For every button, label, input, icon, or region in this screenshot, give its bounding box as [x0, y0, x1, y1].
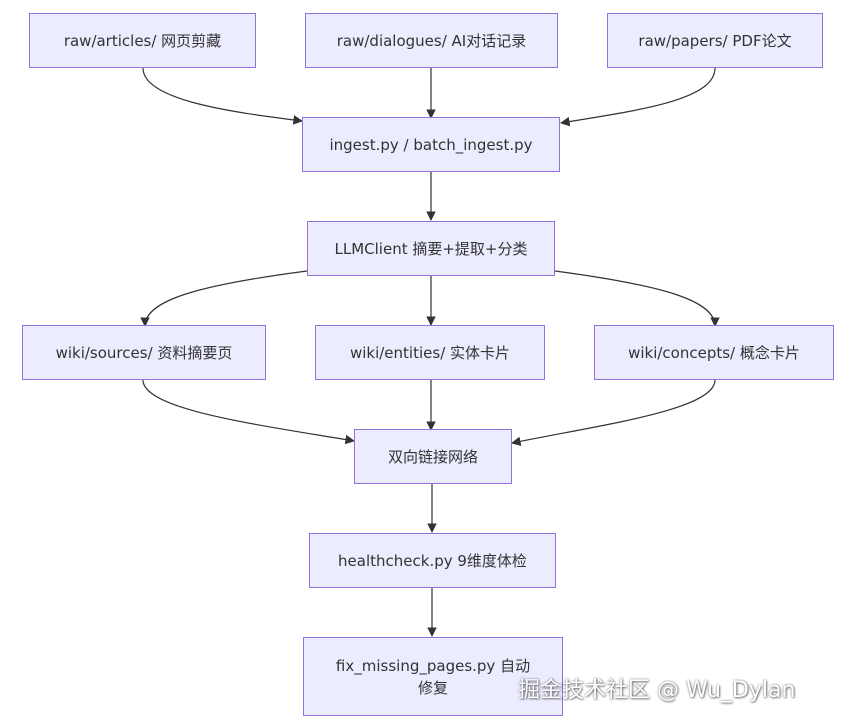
node-raw-dialogues: raw/dialogues/ AI对话记录: [305, 13, 558, 68]
node-raw-papers-label: raw/papers/ PDF论文: [638, 31, 792, 50]
edge-papers-to-ingest: [560, 67, 716, 127]
watermark: 掘金技术社区 @ Wu_Dylan: [518, 678, 796, 703]
node-bidirectional-links-label: 双向链接网络: [387, 447, 478, 466]
node-llmclient: LLMClient 摘要+提取+分类: [307, 221, 555, 276]
node-wiki-sources-label: wiki/sources/ 资料摘要页: [55, 343, 233, 362]
node-fix-missing-pages-label-line2: 修复: [417, 678, 448, 697]
node-raw-articles: raw/articles/ 网页剪藏: [29, 13, 256, 68]
node-raw-papers: raw/papers/ PDF论文: [607, 13, 823, 68]
edge-articles-to-ingest: [142, 67, 303, 125]
node-fix-missing-pages: fix_missing_pages.py 自动 修复: [303, 637, 563, 716]
node-ingest-label: ingest.py / batch_ingest.py: [329, 135, 533, 154]
node-healthcheck: healthcheck.py 9维度体检: [309, 533, 556, 588]
node-wiki-concepts: wiki/concepts/ 概念卡片: [594, 325, 834, 380]
edge-llmclient-to-sources: [140, 270, 308, 327]
node-ingest: ingest.py / batch_ingest.py: [302, 117, 560, 172]
node-fix-missing-pages-label-line1: fix_missing_pages.py 自动: [335, 656, 531, 675]
node-bidirectional-links: 双向链接网络: [354, 429, 512, 484]
node-wiki-entities-label: wiki/entities/ 实体卡片: [349, 343, 511, 362]
node-raw-dialogues-label: raw/dialogues/ AI对话记录: [336, 31, 527, 50]
node-healthcheck-label: healthcheck.py 9维度体检: [338, 551, 527, 570]
node-wiki-concepts-label: wiki/concepts/ 概念卡片: [628, 343, 800, 362]
edge-concepts-to-bidirectional: [511, 379, 716, 446]
node-raw-articles-label: raw/articles/ 网页剪藏: [63, 31, 222, 50]
node-wiki-entities: wiki/entities/ 实体卡片: [315, 325, 545, 380]
node-wiki-sources: wiki/sources/ 资料摘要页: [22, 325, 266, 380]
node-llmclient-label: LLMClient 摘要+提取+分类: [334, 239, 528, 258]
edge-sources-to-bidirectional: [142, 379, 355, 445]
edge-llmclient-to-concepts: [554, 270, 720, 327]
